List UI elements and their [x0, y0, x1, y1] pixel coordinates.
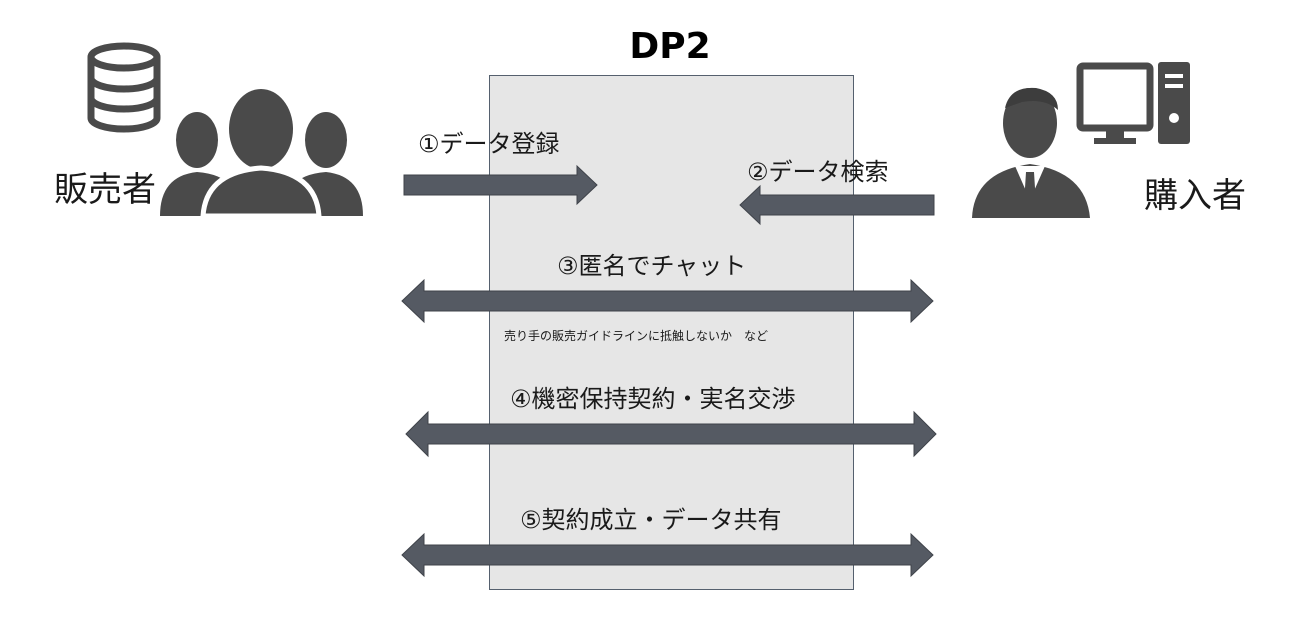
arrow-step-5	[401, 532, 934, 578]
step-4-label: ④機密保持契約・実名交渉	[510, 385, 796, 413]
arrow-step-1	[403, 164, 598, 206]
step-5-label: ⑤契約成立・データ共有	[520, 506, 782, 534]
arrow-step-2	[739, 184, 935, 226]
buyer-label: 購入者	[1144, 176, 1246, 216]
arrow-step-3	[401, 278, 934, 324]
platform-box	[489, 75, 854, 590]
seller-label: 販売者	[54, 170, 156, 210]
businessman-icon	[972, 87, 1090, 218]
database-icon	[87, 42, 161, 133]
step-3-label: ③匿名でチャット	[557, 252, 747, 280]
desktop-computer-icon	[1076, 62, 1190, 144]
step-2-label: ②データ検索	[747, 158, 889, 186]
platform-title: DP2	[629, 26, 711, 67]
people-group-icon	[160, 89, 363, 219]
arrow-step-4	[405, 410, 937, 458]
step-3-note: 売り手の販売ガイドラインに抵触しないか など	[504, 329, 769, 343]
step-1-label: ①データ登録	[418, 130, 560, 158]
